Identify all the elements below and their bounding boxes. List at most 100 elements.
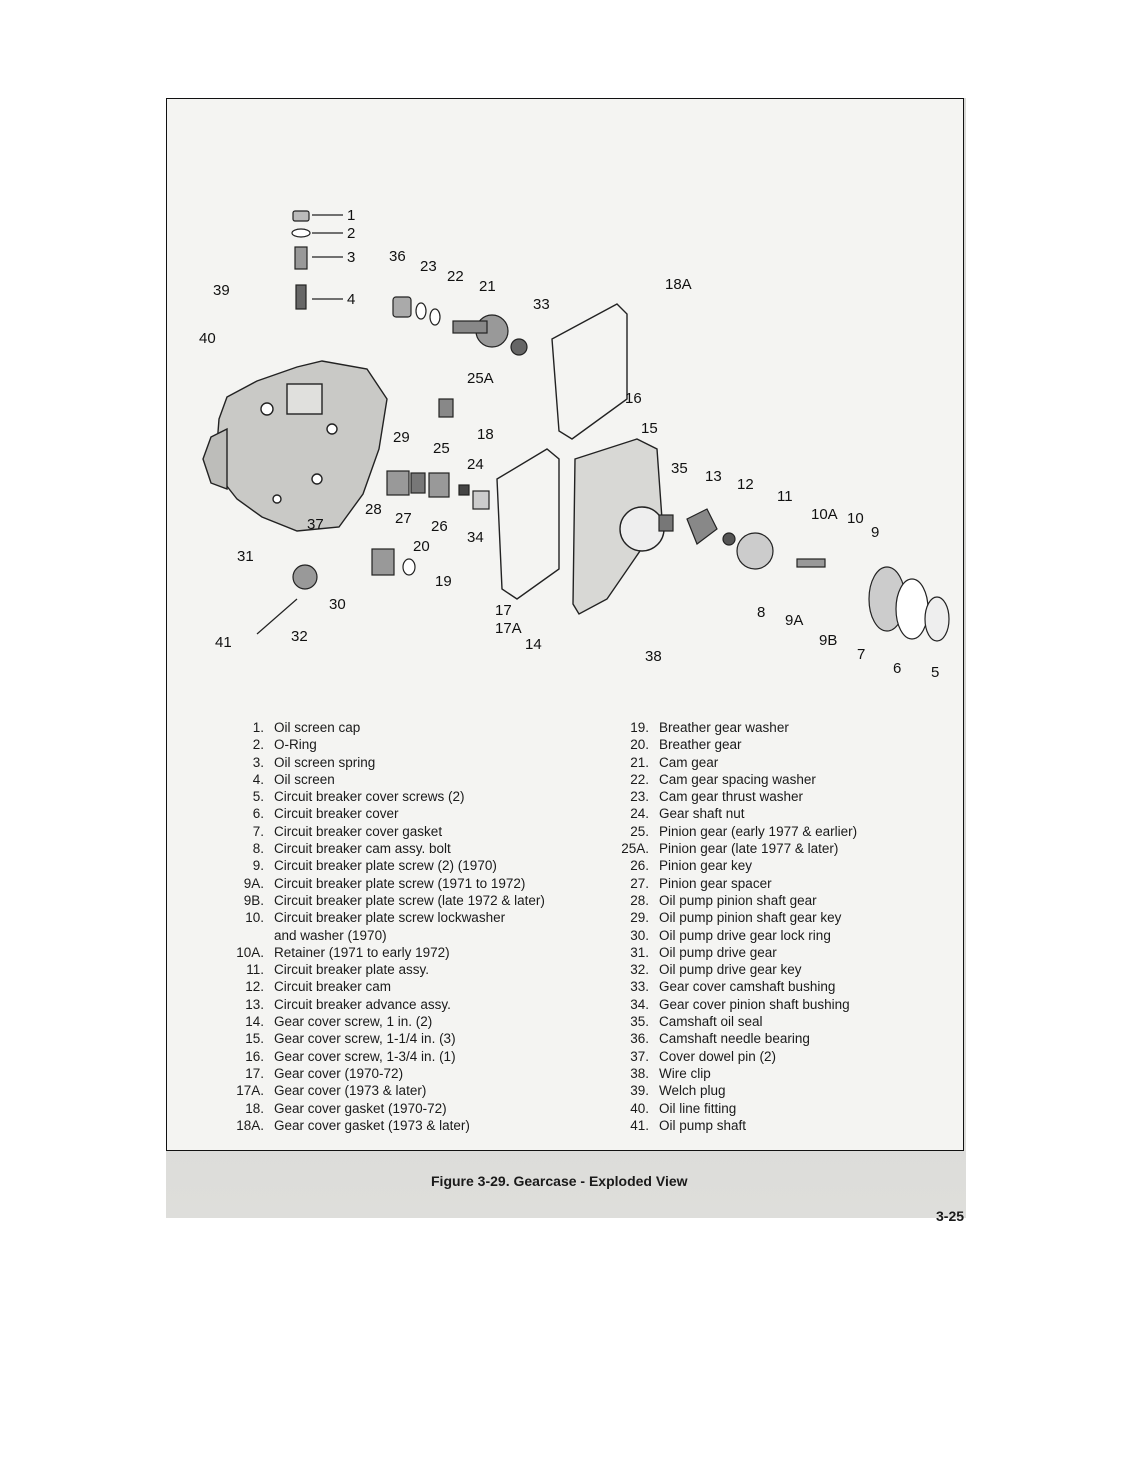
callout-18: 18 [477,426,494,443]
legend-item: 3.Oil screen spring [222,754,562,771]
legend-text: Gear cover screw, 1-3/4 in. (1) [274,1048,456,1064]
legend-number: 12. [245,979,264,995]
legend-text: Oil pump pinion shaft gear [659,892,817,908]
legend-number: 6. [252,806,264,822]
legend-item: 26. Pinion gear key [607,857,927,874]
parts-legend-left: 1.Oil screen cap 2.O-Ring 3.Oil screen s… [222,719,562,1134]
callout-6: 6 [893,660,901,677]
legend-number: 22. [630,771,649,787]
legend-text: Pinion gear key [659,858,753,874]
callout-labels: 1 2 3 4 36 23 22 21 33 39 40 18A 25A 16 … [199,207,939,681]
callout-17: 17 [495,602,512,619]
legend-text: Gear cover screw, 1 in. (2) [274,1014,433,1030]
callout-39: 39 [213,282,230,299]
callout-37: 37 [307,516,324,533]
legend-text: Oil pump drive gear [659,944,777,960]
legend-number: 37. [630,1048,649,1064]
callout-14-bottom: 14 [525,636,542,653]
callout-13: 13 [705,468,722,485]
legend-text: Oil line fitting [659,1100,737,1116]
legend-item: 24. Gear shaft nut [607,805,927,822]
legend-item: 16. Gear cover screw, 1-3/4 in. (1) [222,1048,562,1065]
callout-28: 28 [365,501,382,518]
callout-1: 1 [347,207,355,224]
legend-item: 8.Circuit breaker cam assy. bolt [222,840,562,857]
legend-item: 6.Circuit breaker cover [222,805,562,822]
legend-number: 7. [252,823,264,839]
legend-number: 24. [630,806,649,822]
legend-item: 14. Gear cover screw, 1 in. (2) [222,1013,562,1030]
callout-19: 19 [435,573,452,590]
legend-item: 18.Gear cover gasket (1970-72) [222,1100,562,1117]
legend-item: 17.Gear cover (1970-72) [222,1065,562,1082]
legend-item: 4.Oil screen [222,771,562,788]
legend-number: 18. [245,1100,264,1116]
legend-number: 14. [245,1014,264,1030]
legend-text: Circuit breaker advance assy. [274,996,451,1012]
callout-11: 11 [777,488,793,505]
callout-5: 5 [931,664,939,681]
callout-38: 38 [645,648,662,665]
callout-3: 3 [347,249,355,266]
legend-item: 33.Gear cover camshaft bushing [607,978,927,995]
legend-item: 40.Oil line fitting [607,1100,927,1117]
cam-gear-train [392,296,528,418]
legend-number: 9. [252,858,264,874]
callout-30: 30 [329,596,346,613]
callout-22: 22 [447,268,464,285]
legend-number: 15. [245,1031,264,1047]
legend-text: Pinion gear (early 1977 & earlier) [659,823,858,839]
callout-31: 31 [237,548,254,565]
callout-29: 29 [393,429,410,446]
legend-text: Welch plug [659,1083,726,1099]
callout-23: 23 [420,258,437,275]
legend-number: 26. [630,858,649,874]
figure-caption: Figure 3-29. Gearcase - Exploded View [431,1173,688,1189]
legend-text: Cam gear spacing washer [659,771,816,787]
callout-20: 20 [413,538,430,555]
legend-item: 28.Oil pump pinion shaft gear [607,892,927,909]
legend-item: 5.Circuit breaker cover screws (2) [222,788,562,805]
legend-item: 39.Welch plug [607,1082,927,1099]
legend-text: Gear cover (1973 & later) [274,1083,427,1099]
legend-text: Gear cover camshaft bushing [659,979,836,995]
legend-text: Oil screen spring [274,754,376,770]
legend-item: 25.Pinion gear (early 1977 & earlier) [607,823,927,840]
legend-text: Gear shaft nut [659,806,745,822]
legend-number: 13. [245,996,264,1012]
legend-text: Cam gear thrust washer [659,789,804,805]
callout-33: 33 [533,296,550,313]
pinion-shaft-parts [256,470,490,635]
legend-number: 8. [252,841,264,857]
legend-text: Breather gear washer [659,720,789,735]
legend-item: 9B.Circuit breaker plate screw (late 197… [222,892,562,909]
legend-number: 4. [252,771,264,787]
legend-text: Camshaft needle bearing [659,1031,810,1047]
legend-number: 16. [245,1048,264,1064]
callout-7: 7 [857,646,865,663]
legend-number: 27. [630,875,649,891]
legend-item: 15.Gear cover screw, 1-1/4 in. (3) [222,1030,562,1047]
callout-32: 32 [291,628,308,645]
legend-item: 18A.Gear cover gasket (1973 & later) [222,1117,562,1134]
legend-item: 31. Oil pump drive gear [607,944,927,961]
legend-number: 31. [630,944,649,960]
legend-item: 32.Oil pump drive gear key [607,961,927,978]
legend-number: 23. [630,789,649,805]
legend-number: 10. [245,910,264,926]
legend-item: 2.O-Ring [222,736,562,753]
legend-item: 20.Breather gear [607,736,927,753]
legend-text: Pinion gear (late 1977 & later) [659,841,839,857]
legend-item: 22. Cam gear spacing washer [607,771,927,788]
callout-15-top: 15 [641,420,658,437]
legend-number: 10A. [236,944,264,960]
callout-35: 35 [671,460,688,477]
legend-number: 21. [630,754,649,770]
legend-number [222,927,274,944]
legend-item: 29.Oil pump pinion shaft gear key [607,909,927,926]
parts-legend-right: 19.Breather gear washer 20.Breather gear… [607,719,927,1134]
legend-number: 18A. [236,1117,264,1133]
legend-text: Oil pump drive gear lock ring [659,927,831,943]
legend-item: 23. Cam gear thrust washer [607,788,927,805]
legend-item: 41.Oil pump shaft [607,1117,927,1134]
